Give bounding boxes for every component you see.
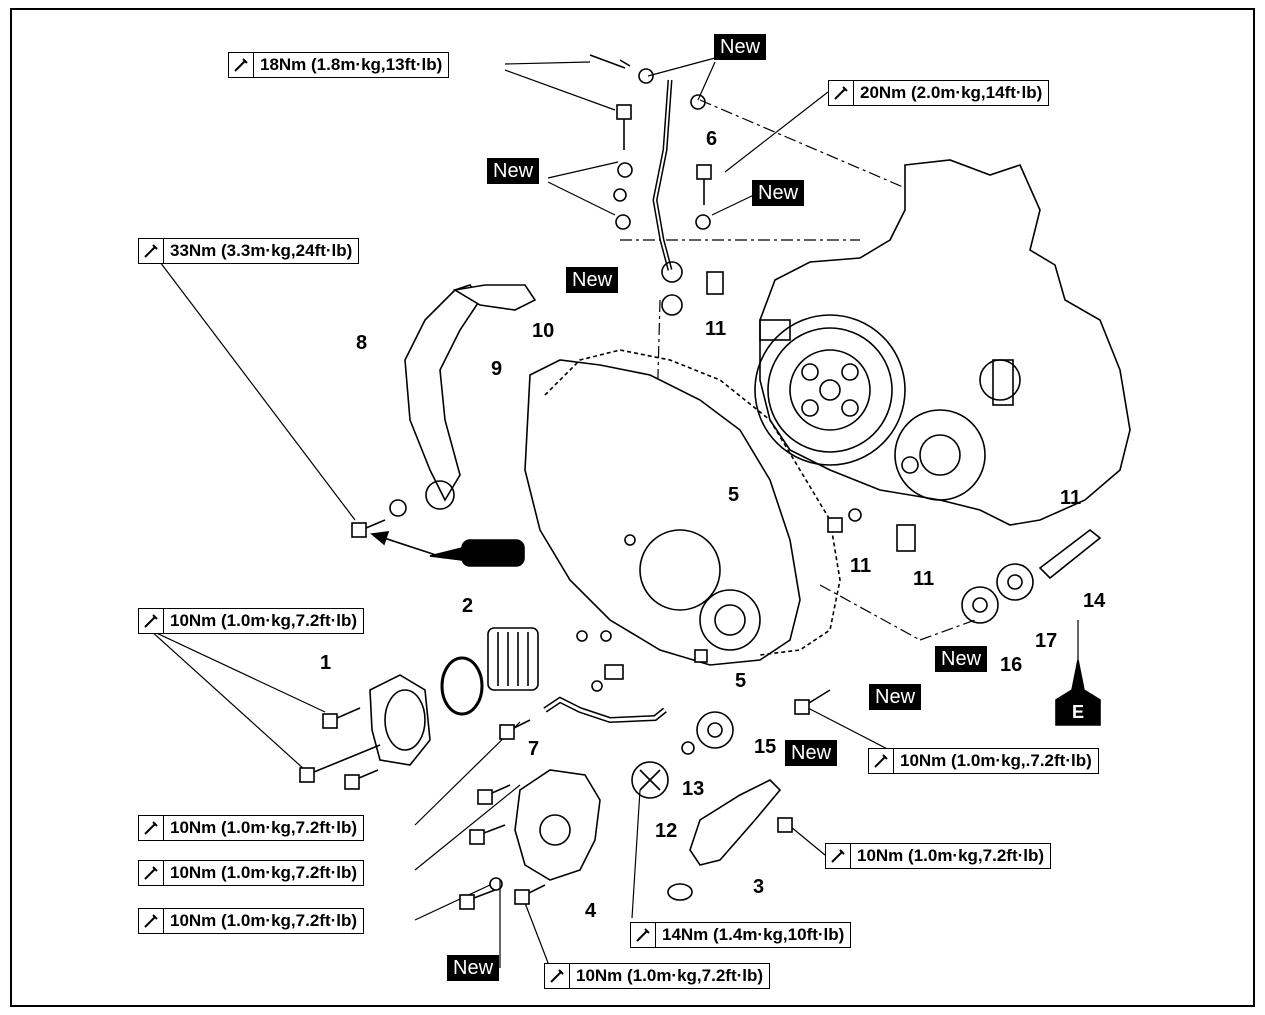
part-number: 8 [356,332,368,354]
part-number: 10 [532,320,555,342]
part-number: 16 [1000,654,1023,676]
part-number: 13 [682,778,705,800]
torque-text: 10Nm (1.0m·kg,7.2ft·lb) [170,863,358,882]
part-number: 6 [706,128,718,150]
part-number: 11 [1060,487,1082,509]
oil-filter [487,627,539,691]
diagram-frame [10,8,1255,1007]
torque-wrench-icon [826,844,851,868]
torque-label-33nm: 33Nm (3.3m·kg,24ft·lb) [138,238,360,264]
kickstarter-lever [404,284,537,510]
torque-wrench-icon [829,81,854,105]
lubricant-bottle-icon [1055,659,1101,726]
part-number: 7 [528,738,540,760]
torque-label-10nm-hose: 10Nm (1.0m·kg,7.2ft·lb) [138,815,365,841]
new-part-tag: New [447,955,500,981]
dowel-pins [706,271,919,552]
bearings [681,563,1034,755]
torque-wrench-icon [869,749,894,773]
torque-wrench-icon [139,609,164,633]
torque-wrench-icon [545,964,570,988]
impeller [631,761,669,799]
torque-wrench-icon [139,909,164,933]
torque-text: 10Nm (1.0m·kg,.7.2ft·lb) [900,751,1092,770]
clutch-cover [524,349,841,666]
torque-label-20nm: 20Nm (2.0m·kg,14ft·lb) [828,80,1050,106]
torque-text: 33Nm (3.3m·kg,24ft·lb) [170,241,353,260]
torque-text: 10Nm (1.0m·kg,7.2ft·lb) [576,966,764,985]
oil-delivery-pipe [652,79,683,283]
part-number: 3 [753,876,765,898]
torque-label-18nm: 18Nm (1.8m·kg,13ft·lb) [228,52,450,78]
torque-label-10nm-fitting: 10Nm (1.0m·kg,7.2ft·lb) [825,843,1052,869]
part-number: 15 [754,736,777,758]
torque-text: 18Nm (1.8m·kg,13ft·lb) [260,55,443,74]
filter-cover [369,674,431,766]
new-part-tag: New [869,684,922,710]
part-number: 5 [735,670,747,692]
part-number: 2 [462,595,474,617]
part-number: 11 [850,555,872,577]
direction-arrow-icon [370,531,525,567]
torque-label-14nm: 14Nm (1.4m·kg,10ft·lb) [630,922,852,948]
new-part-tag: New [714,34,767,60]
torque-label-10nm-case: 10Nm (1.0m·kg,.7.2ft·lb) [868,748,1099,774]
torque-text: 20Nm (2.0m·kg,14ft·lb) [860,83,1043,102]
torque-text: 14Nm (1.4m·kg,10ft·lb) [662,925,845,944]
torque-text: 10Nm (1.0m·kg,7.2ft·lb) [857,846,1045,865]
part-number: 17 [1035,630,1058,652]
water-pump-shaft [1038,528,1102,580]
torque-text: 10Nm (1.0m·kg,7.2ft·lb) [170,911,358,930]
torque-wrench-icon [229,53,254,77]
torque-label-10nm-cover: 10Nm (1.0m·kg,7.2ft·lb) [138,608,365,634]
part-number: 4 [585,900,597,922]
torque-wrench-icon [139,861,164,885]
part-number: 11 [705,318,727,340]
new-part-tag: New [566,267,619,293]
o-ring-small [667,883,693,901]
o-ring [440,656,484,716]
part-number: 11 [913,568,935,590]
torque-text: 10Nm (1.0m·kg,7.2ft·lb) [170,818,358,837]
new-part-tag: New [487,158,540,184]
part-number: 1 [320,652,332,674]
engine-crankcase [754,159,1131,526]
part-number: 12 [655,820,678,842]
torque-wrench-icon [139,239,164,263]
coolant-hose-inner [544,698,666,722]
torque-label-10nm-drain: 10Nm (1.0m·kg,7.2ft·lb) [544,963,771,989]
torque-wrench-icon [139,816,164,840]
torque-wrench-icon [631,923,656,947]
water-pump-housing [514,769,601,881]
new-part-tag: New [935,646,988,672]
new-part-tag: New [785,740,838,766]
coolant-fitting [689,779,782,866]
torque-text: 10Nm (1.0m·kg,7.2ft·lb) [170,611,358,630]
part-number: 9 [491,358,503,380]
part-number: 5 [728,484,740,506]
torque-label-10nm-pump-lower: 10Nm (1.0m·kg,7.2ft·lb) [138,908,365,934]
leader-lines [149,57,1079,969]
new-part-tag: New [752,180,805,206]
torque-label-10nm-pump-upper: 10Nm (1.0m·kg,7.2ft·lb) [138,860,365,886]
lubricant-symbol: E [1071,702,1084,722]
part-number: 14 [1083,590,1106,612]
bolts [299,54,831,910]
